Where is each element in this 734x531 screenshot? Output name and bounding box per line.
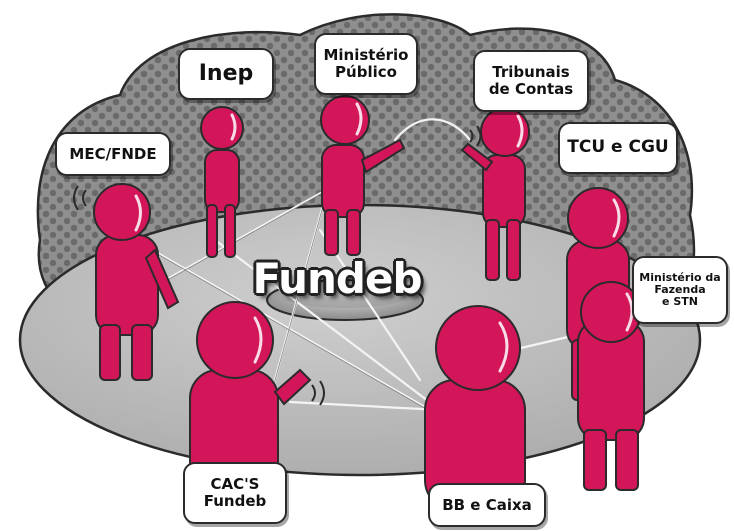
label-ministerio-fazenda: Ministério da Fazenda e STN (632, 256, 728, 324)
label-inep: Inep (178, 48, 274, 100)
label-bb-caixa: BB e Caixa (428, 483, 546, 527)
figure-ministerio-fazenda (577, 281, 645, 491)
figure-bb-caixa (424, 305, 526, 511)
label-mec-fnde: MEC/FNDE (55, 132, 171, 176)
figure-cacs (189, 301, 312, 491)
label-ministerio-publico: Ministério Público (314, 33, 418, 95)
figure-tribunais (460, 107, 530, 281)
label-tribunais-contas: Tribunais de Contas (473, 50, 589, 112)
center-label: Fundeb (252, 253, 423, 303)
label-tcu-cgu: TCU e CGU (558, 122, 678, 174)
label-cacs-fundeb: CAC'S Fundeb (183, 462, 287, 524)
